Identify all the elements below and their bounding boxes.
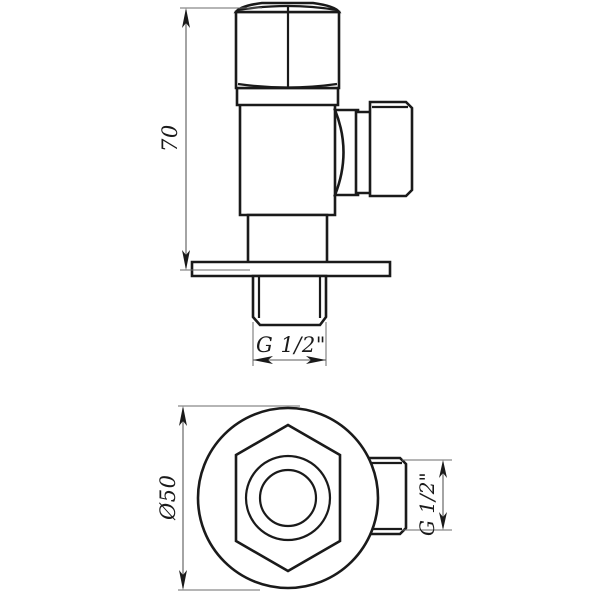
bottom-plan-view: Ø50 G 1/2" <box>156 405 452 591</box>
dim-arrow-dia-up <box>179 406 187 426</box>
hex-cap-top-chamfer <box>237 4 338 12</box>
dim-arrow-down <box>182 250 190 270</box>
dim-label-diameter-50: Ø50 <box>156 475 180 521</box>
dimension-flange-diameter: Ø50 <box>156 405 300 591</box>
dim-arrow-thread-right <box>306 356 326 364</box>
side-outlet-branch <box>333 100 414 198</box>
wall-flange-plate <box>190 260 392 278</box>
dimension-outlet-thread: G 1/2" <box>402 459 452 536</box>
valve-body-barrel <box>238 102 337 270</box>
dimension-height-70: 70 <box>158 7 262 271</box>
front-elevation-view: 70 G 1/2" <box>158 1 414 366</box>
plan-hex-nut <box>234 423 342 573</box>
hex-cap-bottom-chamfer <box>237 82 338 89</box>
dim-arrow-outlet-up <box>439 460 447 478</box>
body-lower-stem <box>246 213 329 270</box>
bottom-thread-spigot <box>251 274 328 327</box>
dim-label-thread-bottom: G 1/2" <box>256 333 326 357</box>
plan-hex-inner-circle <box>244 454 332 542</box>
dim-label-thread-outlet: G 1/2" <box>415 472 439 536</box>
dim-arrow-outlet-down <box>439 512 447 530</box>
dimension-thread-bottom: G 1/2" <box>252 322 327 366</box>
dim-label-70: 70 <box>158 124 182 152</box>
dim-arrow-up <box>182 8 190 28</box>
dim-arrow-thread-left <box>253 356 273 364</box>
flange-plate-rect <box>190 260 392 278</box>
collar-rect <box>235 86 340 107</box>
hex-cap-handle <box>233 1 342 90</box>
plan-center-bore-circle <box>258 468 318 528</box>
body-collar-ring <box>235 86 340 107</box>
dim-arrow-dia-down <box>179 570 187 590</box>
thread-spigot-body <box>251 274 328 327</box>
body-upper-barrel <box>238 102 337 217</box>
outlet-shoulder-transition <box>333 108 360 197</box>
outlet-head <box>368 100 414 198</box>
